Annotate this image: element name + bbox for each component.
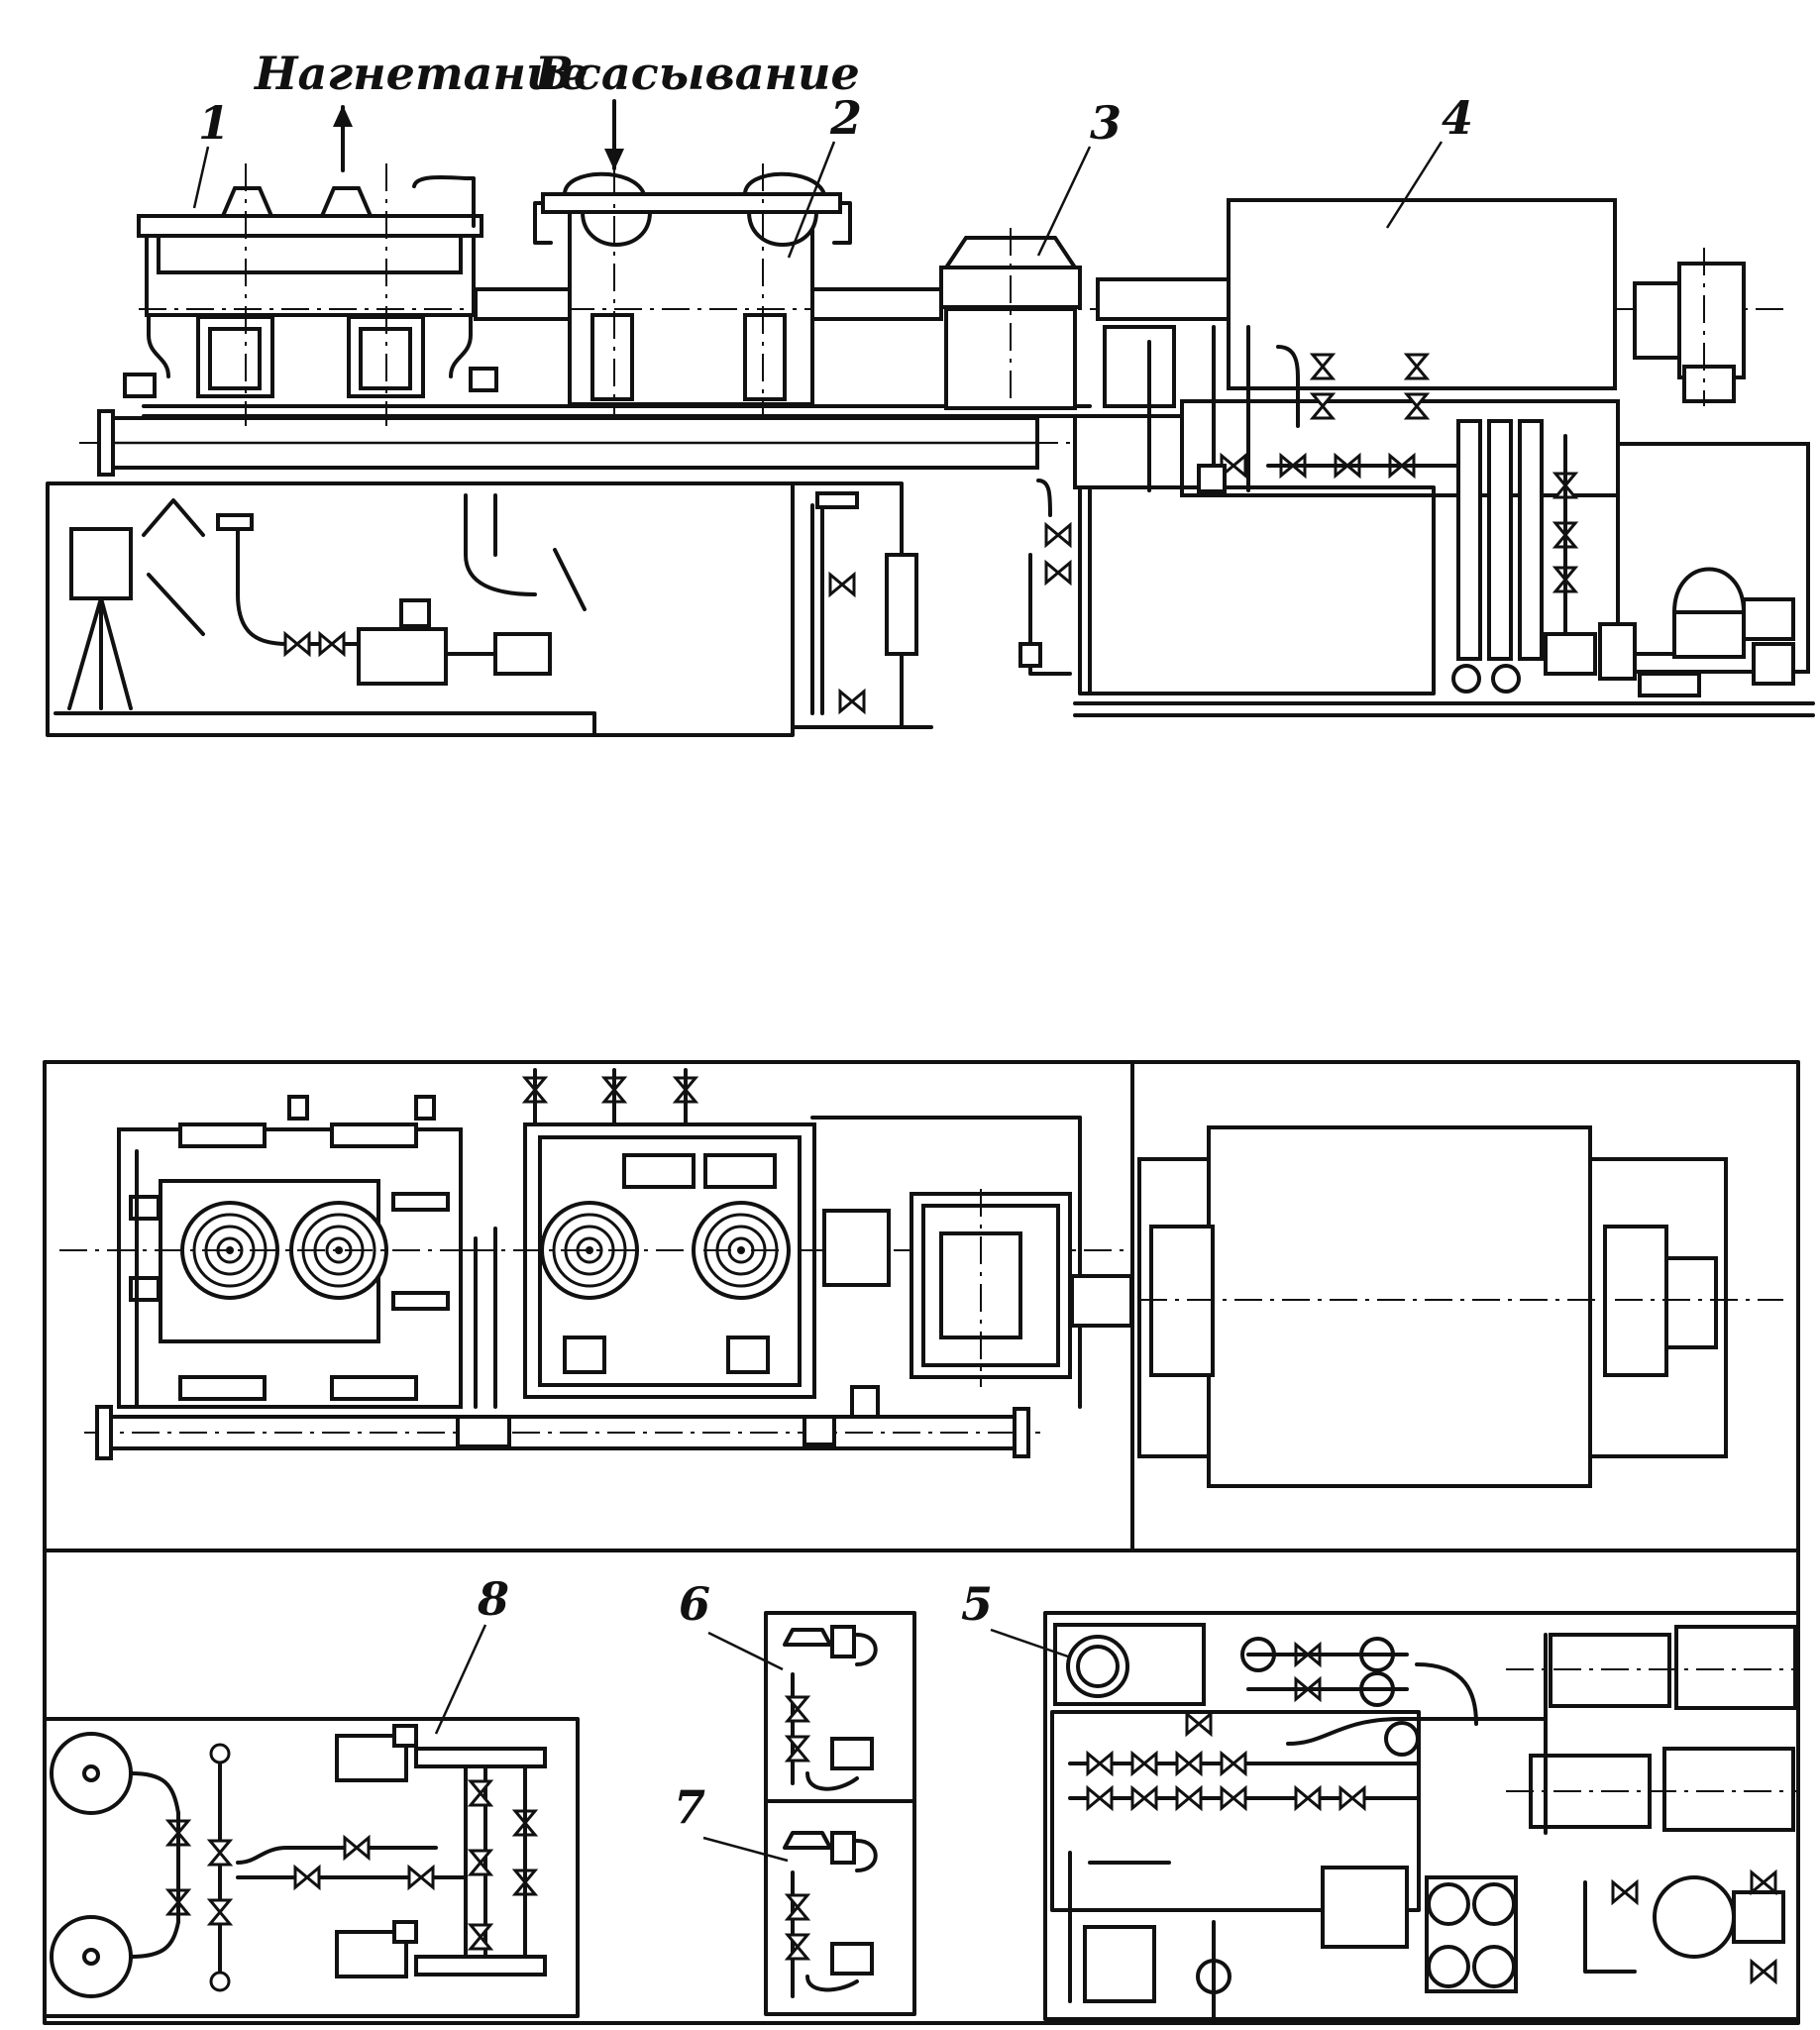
leader-line-7 bbox=[702, 1836, 789, 1863]
elevation-view: Нагнетание Всасывание 1 2 3 4 bbox=[46, 47, 1815, 737]
compressor-1-plan bbox=[59, 1095, 466, 1409]
leader-label-3: 3 bbox=[1090, 96, 1122, 150]
compressor-cylinder-1 bbox=[123, 163, 498, 426]
plan-header-pipe bbox=[84, 1405, 1040, 1460]
oil-tank-and-coolers bbox=[1073, 419, 1815, 717]
unit-5-oil-station bbox=[1043, 1611, 1800, 2023]
leader-line-1 bbox=[192, 146, 210, 209]
oil-system-upper bbox=[1073, 325, 1810, 674]
leader-line-6 bbox=[707, 1631, 784, 1671]
suction-label: Всасывание bbox=[533, 47, 860, 100]
leader-line-5 bbox=[990, 1628, 1069, 1658]
gearbox-3-plan bbox=[822, 1189, 1133, 1419]
leader-line-2 bbox=[787, 141, 836, 259]
foundation-lower bbox=[46, 481, 795, 737]
unit-8-pumps bbox=[43, 1717, 580, 2018]
leader-line-8 bbox=[434, 1624, 487, 1735]
compressor-2-plan bbox=[466, 1068, 1132, 1409]
leader-label-5: 5 bbox=[961, 1577, 993, 1631]
discharge-label: Нагнетание bbox=[253, 47, 589, 100]
main-header-pipe bbox=[79, 409, 1129, 477]
leader-line-4 bbox=[1385, 141, 1444, 229]
plan-view: 8 6 7 5 bbox=[43, 1060, 1800, 2025]
motor-4-plan bbox=[1137, 1125, 1783, 1488]
leader-line-3 bbox=[1036, 146, 1092, 257]
leader-label-8: 8 bbox=[477, 1572, 509, 1626]
leader-label-2: 2 bbox=[829, 91, 862, 145]
leader-label-7: 7 bbox=[674, 1780, 705, 1834]
piping-upper bbox=[1018, 340, 1227, 695]
leader-label-6: 6 bbox=[679, 1577, 710, 1631]
plan-outer-frame bbox=[43, 1060, 1800, 2025]
units-6-7 bbox=[764, 1611, 916, 2016]
compressor-cylinder-2 bbox=[533, 163, 852, 416]
gearbox-3 bbox=[939, 228, 1082, 416]
level-gauge-panel bbox=[791, 481, 933, 729]
leader-label-4: 4 bbox=[1442, 91, 1473, 145]
leader-label-1: 1 bbox=[198, 96, 230, 150]
